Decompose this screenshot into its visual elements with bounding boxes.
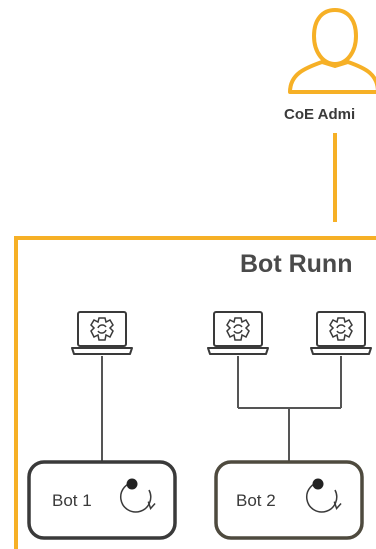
bot-node-2: Bot 2 <box>214 460 364 540</box>
bot-runner-group: Bot Runn <box>14 236 376 549</box>
laptop-gear-icon <box>207 311 269 355</box>
group-border <box>14 236 376 549</box>
person-icon <box>288 8 376 94</box>
group-title: Bot Runn <box>240 250 352 278</box>
admin-label: CoE Admi <box>284 106 355 123</box>
bot1-label: Bot 1 <box>52 491 92 510</box>
refresh-icon <box>120 478 156 513</box>
laptop-gear-icon <box>71 311 133 355</box>
bot2-label: Bot 2 <box>236 491 276 510</box>
bot-node-1: Bot 1 <box>27 460 177 540</box>
laptop-gear-icon <box>310 311 372 355</box>
refresh-icon <box>306 478 342 513</box>
